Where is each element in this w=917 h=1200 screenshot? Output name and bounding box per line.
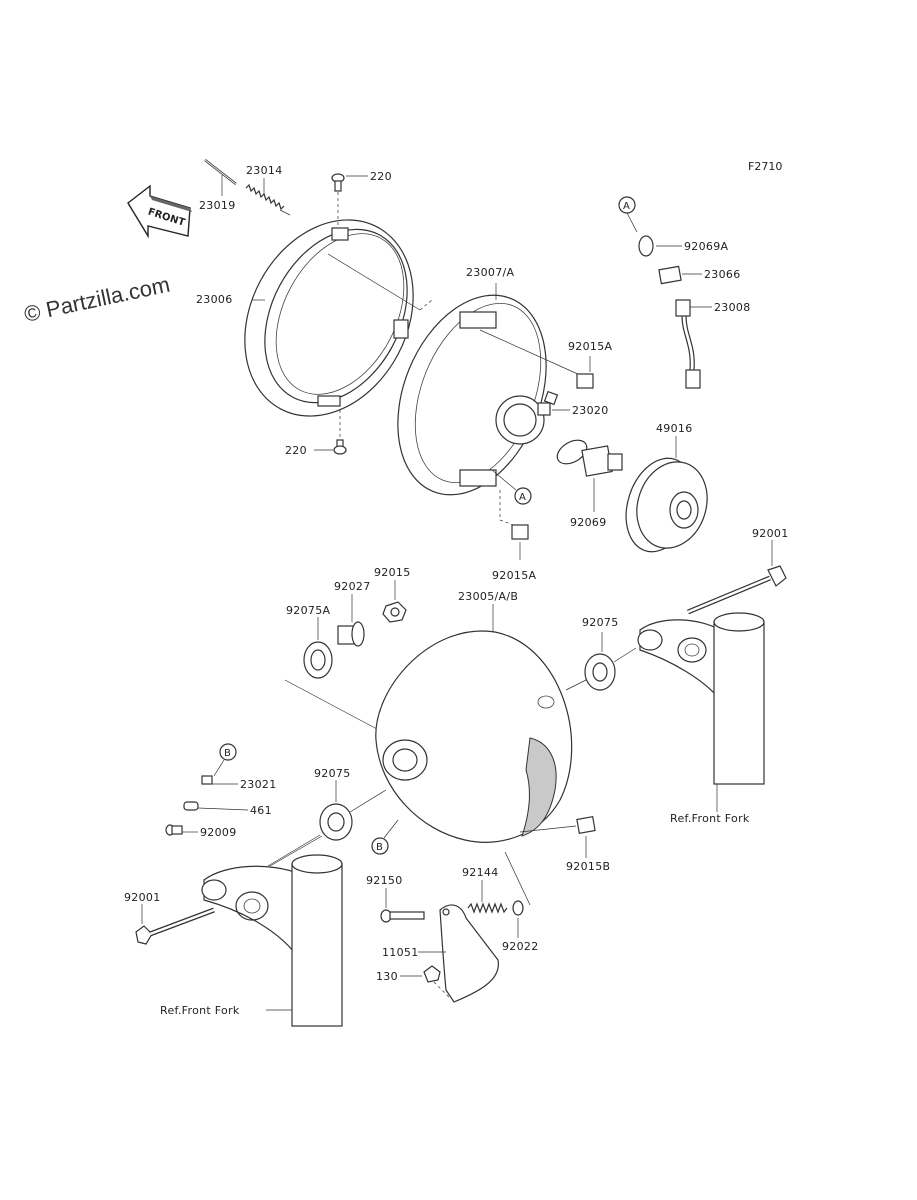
part-92001-left-bolt bbox=[135, 904, 215, 945]
label-92015A-lower: 92015A bbox=[492, 569, 536, 582]
part-23019 bbox=[204, 159, 237, 196]
part-92015-nut bbox=[382, 580, 407, 623]
part-23014 bbox=[245, 178, 291, 216]
label-92075A: 92075A bbox=[286, 604, 330, 617]
label-23008: 23008 bbox=[714, 301, 751, 314]
callout-A-reflector-label: A bbox=[519, 492, 526, 503]
label-ref-fork-right: Ref.Front Fork bbox=[670, 812, 750, 825]
part-23008-harness bbox=[675, 299, 712, 389]
label-23066: 23066 bbox=[704, 268, 741, 281]
label-130: 130 bbox=[376, 970, 398, 983]
part-left-fork-bracket bbox=[201, 835, 343, 1027]
part-49016-cover bbox=[625, 436, 708, 553]
part-92015A-upper-nut bbox=[576, 356, 594, 389]
part-461 bbox=[183, 801, 249, 811]
part-92069-bulb bbox=[556, 439, 623, 512]
label-92001-left: 92001 bbox=[124, 891, 161, 904]
label-92069: 92069 bbox=[570, 516, 607, 529]
callout-A-bulb: A bbox=[618, 196, 638, 233]
label-92015A-upper: 92015A bbox=[568, 340, 612, 353]
figure-id: F2710 bbox=[748, 160, 782, 173]
part-92069A-bulb bbox=[638, 235, 682, 257]
part-220-bottom-screw bbox=[314, 410, 347, 455]
label-23021: 23021 bbox=[240, 778, 277, 791]
part-23007-reflector bbox=[397, 283, 581, 496]
part-92075A-bushing bbox=[303, 617, 333, 679]
label-92027: 92027 bbox=[334, 580, 371, 593]
callout-B-left: B bbox=[213, 743, 237, 777]
front-arrow-icon: FRONT bbox=[127, 184, 192, 239]
part-92009-screw bbox=[165, 824, 198, 836]
part-11051-bracket bbox=[418, 904, 499, 1003]
label-23019: 23019 bbox=[199, 199, 236, 212]
label-23007: 23007/A bbox=[466, 266, 514, 279]
part-92150-bolt bbox=[380, 888, 425, 923]
label-11051: 11051 bbox=[382, 946, 419, 959]
part-92022-washer bbox=[504, 851, 531, 938]
label-92075-right: 92075 bbox=[582, 616, 619, 629]
label-92001-right: 92001 bbox=[752, 527, 789, 540]
label-92150: 92150 bbox=[366, 874, 403, 887]
part-92075-right-bushing bbox=[565, 632, 637, 691]
part-23020-socket bbox=[537, 402, 570, 416]
label-23020: 23020 bbox=[572, 404, 609, 417]
label-ref-fork-left: Ref.Front Fork bbox=[160, 1004, 240, 1017]
part-92001-right-bolt bbox=[687, 540, 787, 615]
part-130-bolt bbox=[400, 965, 451, 999]
part-23005-housing bbox=[375, 604, 573, 843]
label-92144: 92144 bbox=[462, 866, 499, 879]
part-right-fork-bracket bbox=[637, 612, 765, 812]
part-92144-spring bbox=[467, 880, 508, 914]
callout-B-housing: B bbox=[371, 819, 399, 855]
part-220-top-screw bbox=[331, 173, 368, 228]
label-92069A: 92069A bbox=[684, 240, 728, 253]
label-23006: 23006 bbox=[196, 293, 233, 306]
label-220-bottom: 220 bbox=[285, 444, 307, 457]
watermark: © Partzilla.com bbox=[22, 272, 172, 327]
label-461: 461 bbox=[250, 804, 272, 817]
label-92015B: 92015B bbox=[566, 860, 610, 873]
part-23021 bbox=[201, 775, 238, 785]
part-92015A-lower-nut bbox=[499, 490, 529, 560]
label-92075-left: 92075 bbox=[314, 767, 351, 780]
callout-B-left-label: B bbox=[224, 748, 231, 759]
label-92022: 92022 bbox=[502, 940, 539, 953]
part-92015B-nut bbox=[519, 816, 596, 858]
label-92015: 92015 bbox=[374, 566, 411, 579]
label-49016: 49016 bbox=[656, 422, 693, 435]
part-23006-rim bbox=[244, 219, 414, 417]
callout-A-bulb-label: A bbox=[623, 201, 630, 212]
part-92075-left-bushing bbox=[267, 780, 387, 867]
label-23014: 23014 bbox=[246, 164, 283, 177]
label-23005: 23005/A/B bbox=[458, 590, 518, 603]
label-92009: 92009 bbox=[200, 826, 237, 839]
label-220-top: 220 bbox=[370, 170, 392, 183]
callout-A-reflector: A bbox=[491, 469, 532, 505]
callout-B-housing-label: B bbox=[376, 842, 383, 853]
part-23066-socket bbox=[658, 265, 702, 285]
part-92027-collar bbox=[337, 594, 365, 647]
